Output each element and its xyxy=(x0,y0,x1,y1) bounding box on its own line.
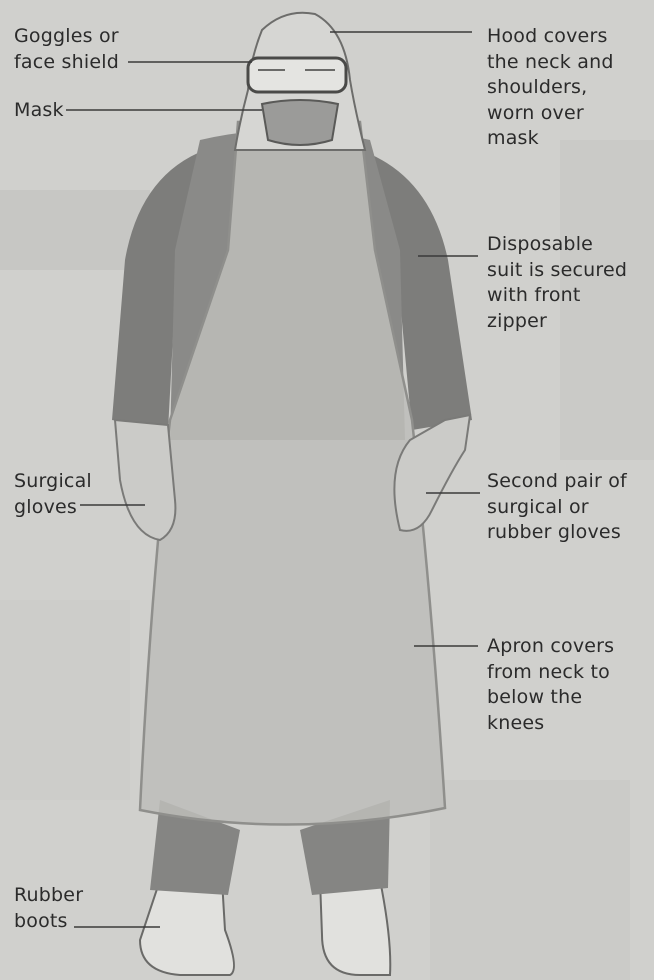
label-goggles: Goggles or face shield xyxy=(14,24,119,75)
label-rubber-boots: Rubber boots xyxy=(14,883,83,934)
label-disposable-suit: Disposable suit is secured with front zi… xyxy=(487,232,627,334)
label-surgical-gloves: Surgical gloves xyxy=(14,469,92,520)
label-mask: Mask xyxy=(14,98,64,124)
label-hood: Hood covers the neck and shoulders, worn… xyxy=(487,24,614,152)
label-apron: Apron covers from neck to below the knee… xyxy=(487,634,614,736)
label-second-gloves: Second pair of surgical or rubber gloves xyxy=(487,469,627,546)
goggles-illustration xyxy=(248,58,346,92)
mask-illustration xyxy=(262,100,338,145)
